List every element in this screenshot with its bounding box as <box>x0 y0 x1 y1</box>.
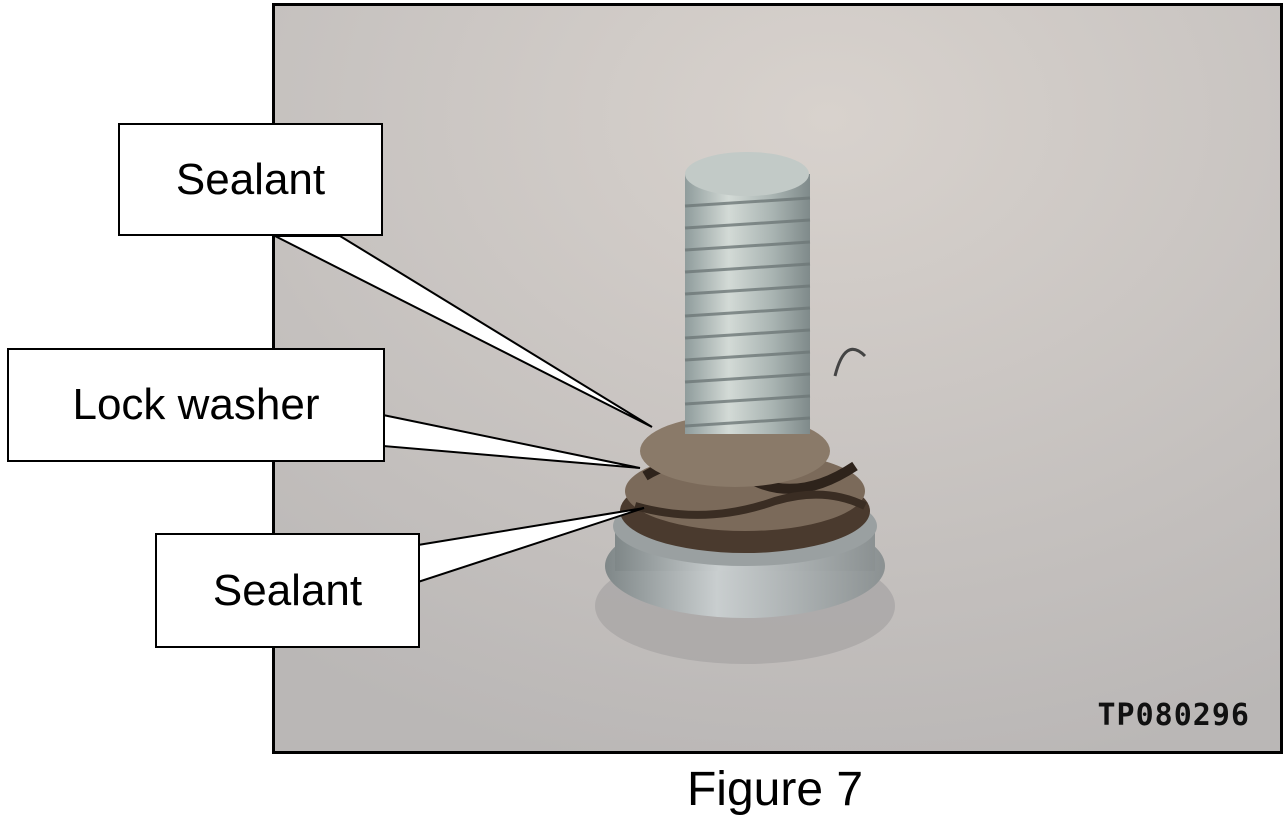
sealant-bottom-label: Sealant <box>212 565 363 615</box>
sealant-top-callout: Sealant <box>118 123 383 236</box>
figure-caption: Figure 7 <box>686 763 864 816</box>
lock-washer-label: Lock washer <box>72 380 320 429</box>
bolt-illustration <box>275 6 1280 751</box>
sealant-bottom-callout: Sealant <box>155 533 420 648</box>
lock-washer-callout: Lock washer <box>7 348 385 462</box>
bolt-photo: TP080296 <box>272 3 1283 754</box>
photo-id-label: TP080296 <box>1097 698 1250 733</box>
sealant-top-label: Sealant <box>175 154 326 204</box>
